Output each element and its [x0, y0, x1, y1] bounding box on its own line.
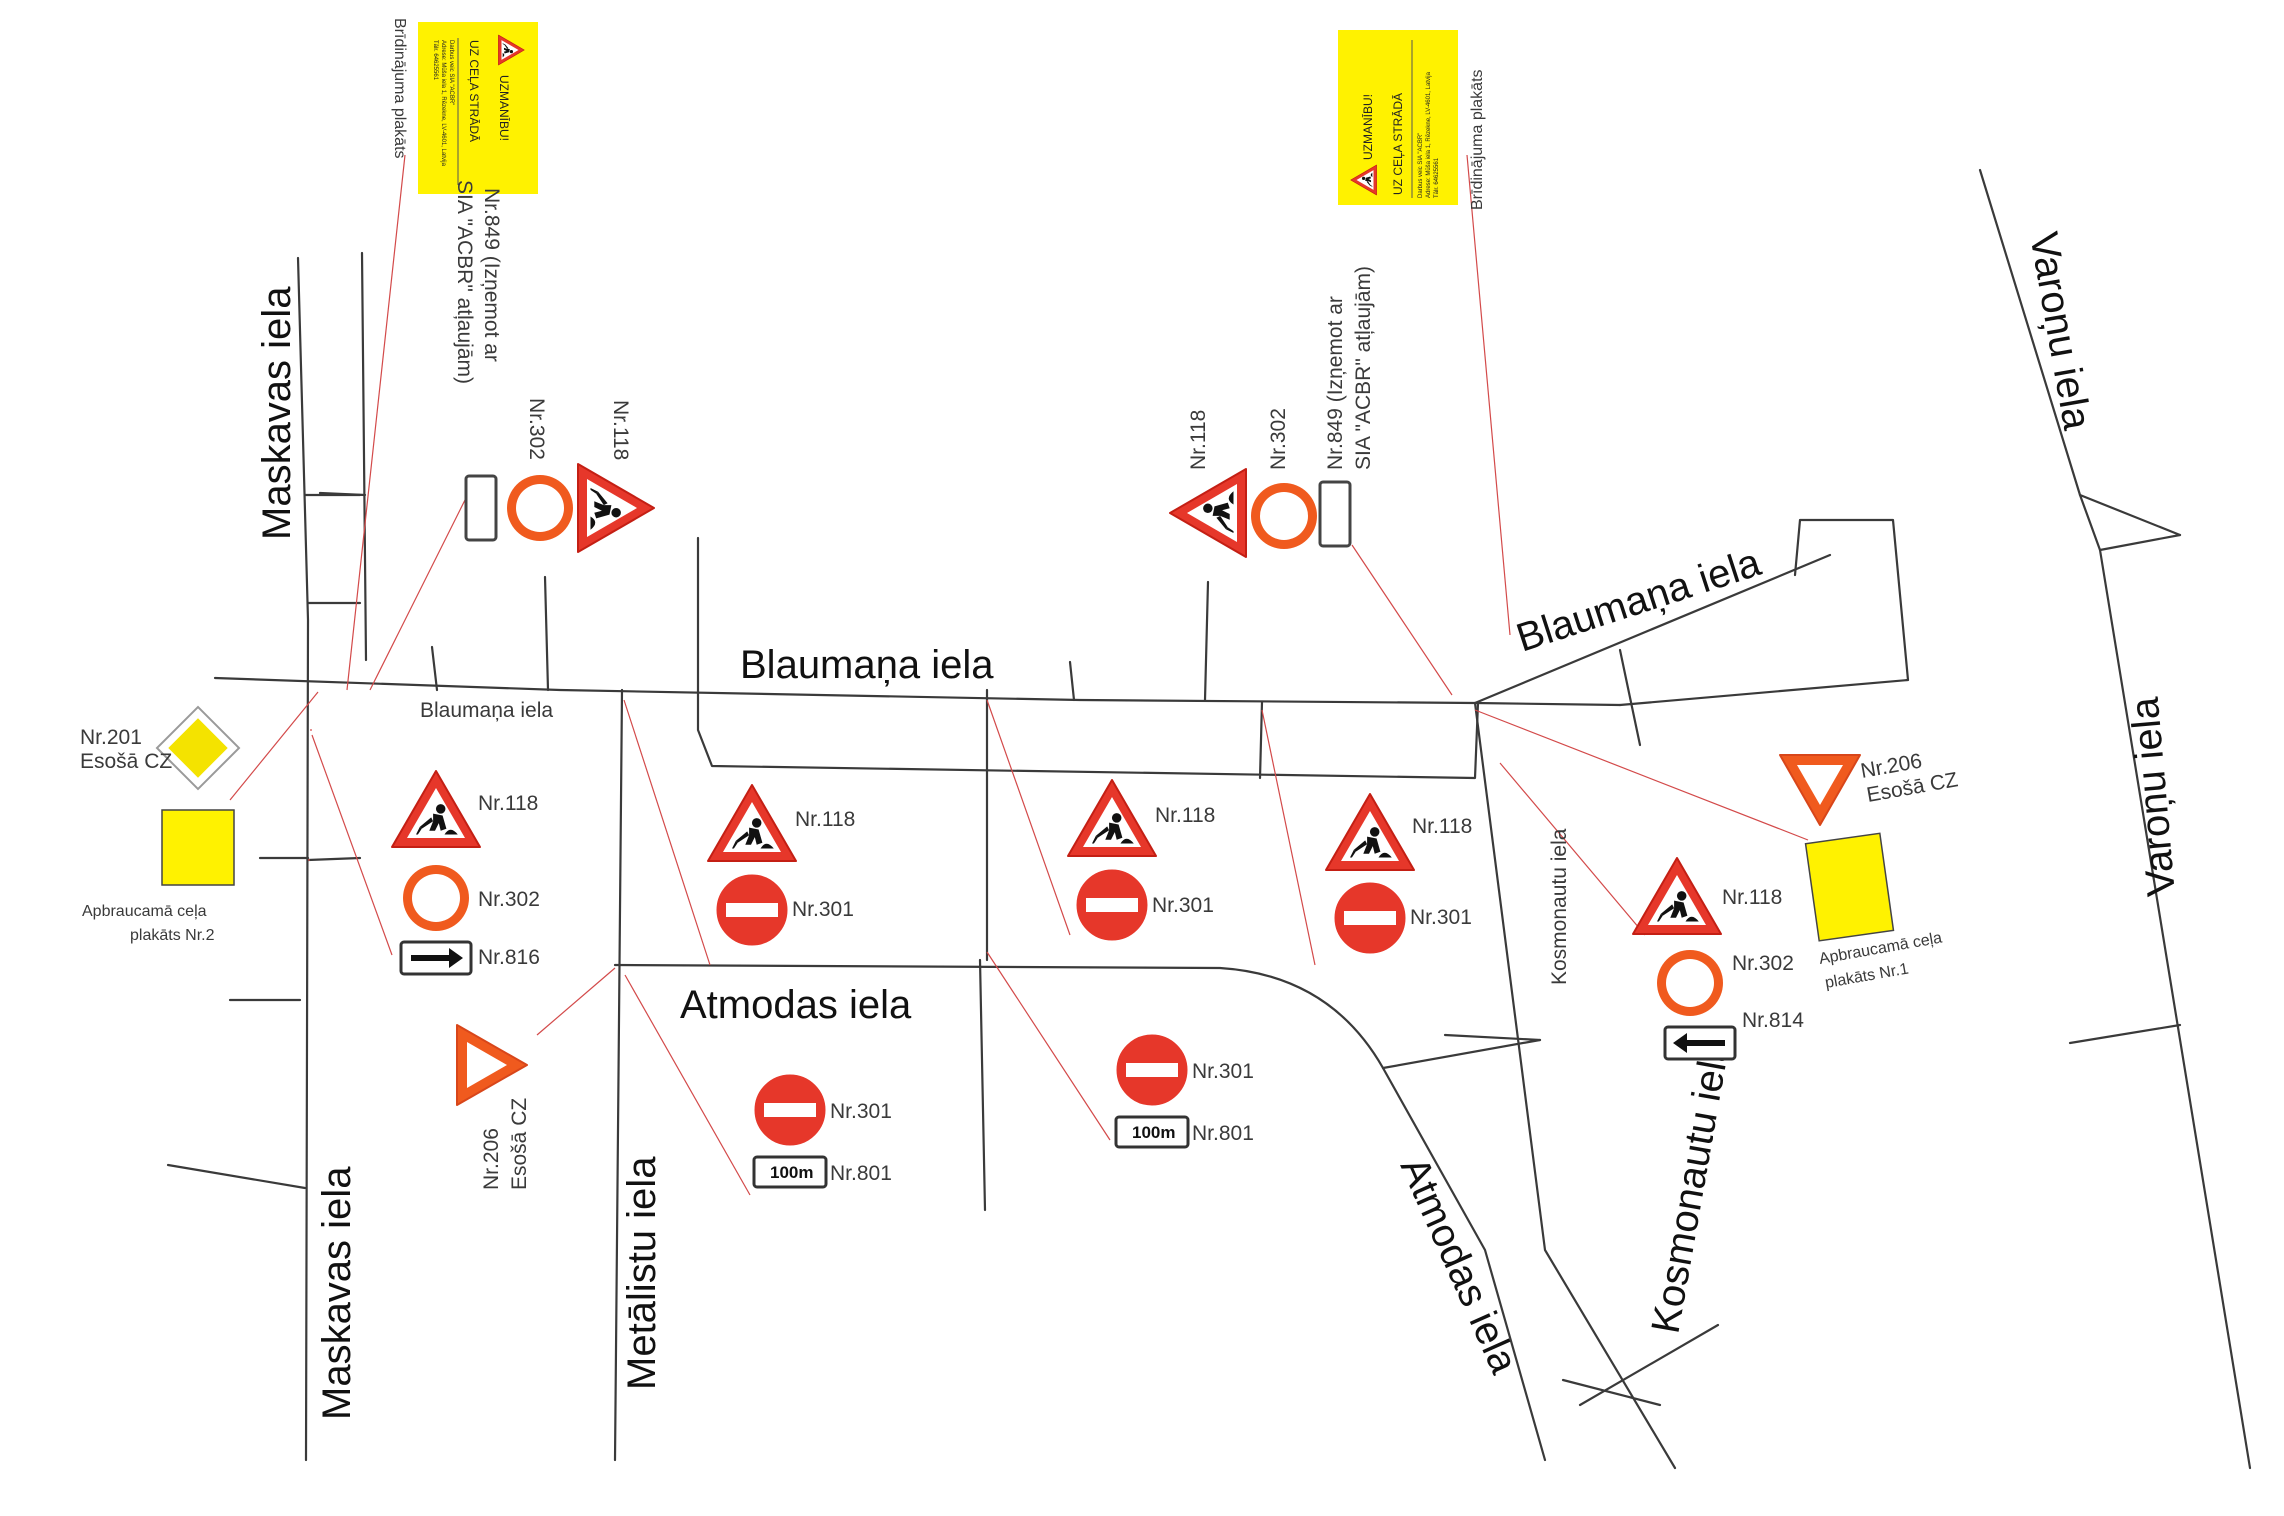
sign-group-top-left: Nr.302 Nr.118 — [464, 398, 654, 552]
sign-stack-2: Nr.118 Nr.301 — [708, 785, 855, 949]
sign-nr201 — [155, 705, 241, 791]
street-metalistu: Metālistu iela — [620, 1156, 664, 1390]
label-nr849-right-l1: Nr.849 (Izņemot ar — [1324, 296, 1347, 470]
sign-stack-kosmonautu: Nr.118 Nr.302 Nr.814 — [1633, 858, 1804, 1061]
label-nr118-tl: Nr.118 — [609, 400, 632, 460]
plakats-nr2 — [161, 809, 235, 886]
poster-right-f3: Tālr. 64625561 — [1434, 157, 1440, 198]
street-atmodas-diag: Atmodas iela — [1392, 1151, 1527, 1381]
label-nr302-m: Nr.302 — [478, 888, 540, 911]
label-plakats2-l1: Apbraucamā ceļa — [82, 903, 207, 920]
label-nr201-esosa: Esošā CZ — [80, 750, 172, 773]
street-blaumana-small: Blaumaņa iela — [420, 699, 553, 722]
label-nr302-k: Nr.302 — [1732, 952, 1794, 975]
street-varonu-top: Varoņu iela — [2021, 229, 2099, 434]
plate-100m-1: 100m — [770, 1163, 813, 1182]
poster-right-uz-cela: UZ CEĻA STRĀDĀ — [1391, 93, 1405, 195]
label-nr118-tr: Nr.118 — [1187, 410, 1210, 470]
label-nr849-left-l1: Nr.849 (Izņemot ar — [480, 188, 503, 362]
poster-left-f2: Adrese: Mūša iela 1, Rēzekne, LV-4601, L… — [440, 40, 446, 167]
label-nr849-left-l2: SIA "ACBR" atļaujām) — [453, 180, 476, 384]
street-maskavas-bottom: Maskavas iela — [315, 1166, 359, 1420]
label-plakats1-l2: plakāts Nr.1 — [1824, 961, 1910, 992]
poster-left-uzmanibu: UZMANĪBU! — [497, 75, 511, 141]
plate-100m-2: 100m — [1132, 1123, 1175, 1142]
sign-stack-atmodas-2: 100m Nr.301 Nr.801 — [1113, 1031, 1254, 1149]
poster-left-uz-cela: UZ CEĻA STRĀDĀ — [467, 40, 481, 142]
street-blaumana-main: Blaumaņa iela — [740, 643, 994, 687]
label-plakats2-l2: plakāts Nr.2 — [130, 927, 215, 944]
label-bridinajuma-left: Brīdinājuma plakāts — [391, 18, 408, 159]
label-bridinajuma-right: Brīdinājuma plakāts — [1469, 69, 1486, 210]
street-kosmonautu-big: Kosmonautu iela — [1644, 1035, 1739, 1337]
road-network — [166, 168, 2252, 1470]
label-nr302-tl: Nr.302 — [525, 398, 548, 460]
sign-nr206-right: Nr.206 Esošā CZ — [1779, 750, 1960, 826]
sign-group-top-right: Nr.118 Nr.302 — [1170, 408, 1352, 557]
label-nr301-4: Nr.301 — [1410, 906, 1472, 929]
label-nr801-a2: Nr.801 — [1192, 1122, 1254, 1145]
sign-stack-atmodas-1: 100m Nr.301 Nr.801 — [751, 1071, 892, 1189]
label-nr814-k: Nr.814 — [1742, 1009, 1804, 1032]
label-nr201: Nr.201 — [80, 726, 142, 749]
poster-right-f2: Adrese: Mūša iela 1, Rēzekne, LV-4601, L… — [1426, 71, 1432, 198]
label-nr118-k: Nr.118 — [1722, 886, 1782, 909]
sign-nr206-left: Nr.206 Esošā CZ — [456, 1024, 531, 1190]
label-nr302-tr: Nr.302 — [1267, 408, 1290, 470]
street-kosmonautu-small: Kosmonautu iela — [1548, 828, 1571, 985]
poster-left-f3: Tālr. 64625561 — [432, 40, 438, 81]
label-nr118-2: Nr.118 — [795, 808, 855, 831]
street-blaumana-east: Blaumaņa iela — [1511, 540, 1766, 660]
label-nr118-m: Nr.118 — [478, 792, 538, 815]
label-nr301-a1: Nr.301 — [830, 1100, 892, 1123]
street-maskavas-top: Maskavas iela — [255, 286, 299, 540]
sign-stack-3: Nr.118 Nr.301 — [1068, 780, 1215, 944]
street-varonu-right: Varoņu iela — [2123, 695, 2184, 898]
label-nr301-3: Nr.301 — [1152, 894, 1214, 917]
label-nr301-a2: Nr.301 — [1192, 1060, 1254, 1083]
label-nr816-m: Nr.816 — [478, 946, 540, 969]
leader-lines — [229, 154, 1809, 1196]
poster-right-f1: Darbus veic SIA "ACBR" — [1418, 133, 1424, 198]
label-nr301-2: Nr.301 — [792, 898, 854, 921]
sign-stack-maskavas: Nr.118 Nr.302 Nr.816 — [392, 771, 540, 976]
poster-left-f1: Darbus veic SIA "ACBR" — [448, 40, 454, 105]
label-nr849-right-l2: SIA "ACBR" atļaujām) — [1352, 266, 1375, 470]
label-nr801-a1: Nr.801 — [830, 1162, 892, 1185]
sign-stack-4: Nr.118 Nr.301 — [1326, 794, 1472, 957]
label-nr206-left: Nr.206 — [480, 1128, 503, 1190]
label-nr118-4: Nr.118 — [1412, 815, 1472, 838]
poster-right-uzmanibu: UZMANĪBU! — [1361, 94, 1375, 160]
warning-poster-left: UZMANĪBU! UZ CEĻA STRĀDĀ Darbus veic SIA… — [418, 22, 538, 194]
label-nr206-left-esosa: Esošā CZ — [508, 1098, 531, 1190]
plakats-nr1 — [1804, 832, 1895, 942]
label-nr118-3: Nr.118 — [1155, 804, 1215, 827]
street-atmodas-main: Atmodas iela — [680, 983, 912, 1027]
warning-poster-right: UZMANĪBU! UZ CEĻA STRĀDĀ Darbus veic SIA… — [1338, 30, 1458, 205]
